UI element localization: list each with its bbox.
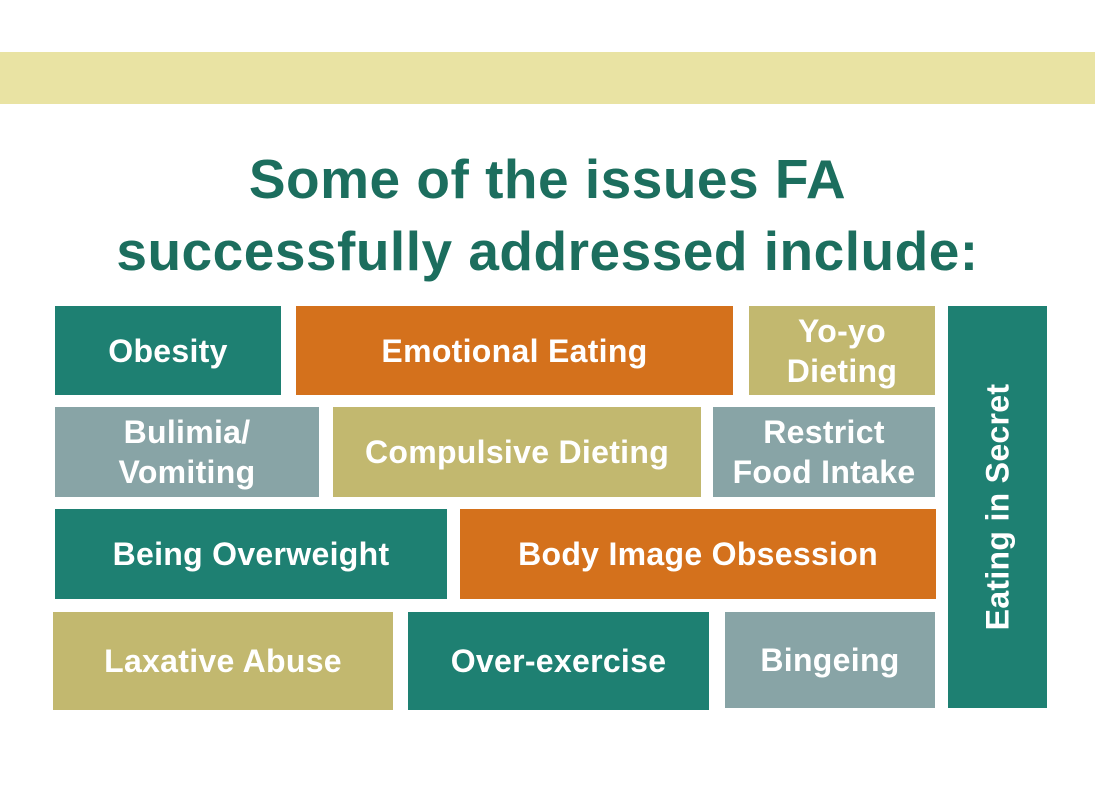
page-title: Some of the issues FA successfully addre… bbox=[0, 143, 1095, 287]
tile-label: Body Image Obsession bbox=[518, 536, 878, 572]
tile-label: Compulsive Dieting bbox=[364, 434, 670, 470]
tile-over-exercise: Over-exercise bbox=[408, 612, 709, 710]
tile-emotional-eating: Emotional Eating bbox=[296, 306, 733, 395]
tile-label: Emotional Eating bbox=[381, 332, 648, 369]
tile-eating-in-secret: Eating in Secret bbox=[948, 306, 1047, 708]
tile-label: Restrict Food Intake bbox=[732, 414, 916, 490]
tile-label: Yo-yo Dieting bbox=[786, 312, 898, 389]
tile-label: Obesity bbox=[108, 332, 228, 369]
title-line-2: successfully addressed include: bbox=[116, 220, 979, 282]
tile-label: Over-exercise bbox=[450, 643, 667, 679]
tile-restrict-food-intake: Restrict Food Intake bbox=[713, 407, 935, 497]
tile-bulimia-vomiting: Bulimia/ Vomiting bbox=[55, 407, 319, 497]
tile-label: Laxative Abuse bbox=[104, 643, 342, 679]
tile-label: Eating in Secret bbox=[979, 383, 1016, 631]
tile-laxative-abuse: Laxative Abuse bbox=[53, 612, 393, 710]
tile-label: Bulimia/ Vomiting bbox=[118, 414, 256, 490]
tile-being-overweight: Being Overweight bbox=[55, 509, 447, 599]
tile-body-image-obsession: Body Image Obsession bbox=[460, 509, 936, 599]
tile-label: Being Overweight bbox=[112, 536, 390, 572]
tile-compulsive-dieting: Compulsive Dieting bbox=[333, 407, 701, 497]
tile-label: Bingeing bbox=[760, 642, 900, 678]
tile-yo-yo-dieting: Yo-yo Dieting bbox=[749, 306, 935, 395]
tile-obesity: Obesity bbox=[55, 306, 281, 395]
header-band bbox=[0, 52, 1095, 104]
tile-bingeing: Bingeing bbox=[725, 612, 935, 708]
title-line-1: Some of the issues FA bbox=[248, 148, 847, 210]
